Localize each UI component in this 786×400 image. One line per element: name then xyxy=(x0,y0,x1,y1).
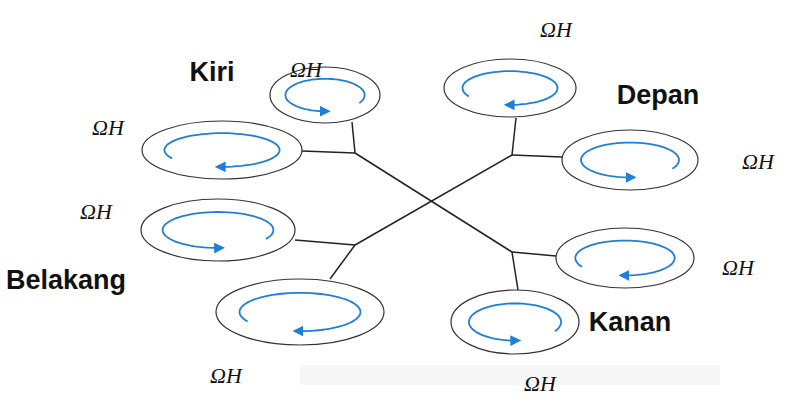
direction-label: Kiri xyxy=(189,59,234,86)
rotor-disc xyxy=(142,121,302,179)
rotor-speed-label: ΩH xyxy=(524,373,556,395)
rotor-discs xyxy=(141,59,698,354)
rotor-speed-label: ΩH xyxy=(80,201,112,223)
rotor-disc xyxy=(216,279,384,345)
rotation-arrow xyxy=(163,212,274,248)
frame-arms xyxy=(295,118,562,290)
rotation-arrow xyxy=(463,71,558,105)
direction-label: Kanan xyxy=(589,309,672,336)
rotation-arrow xyxy=(240,293,361,331)
rotor-disc xyxy=(141,199,295,261)
rotation-arrow xyxy=(575,241,674,276)
rotor-speed-label: ΩH xyxy=(92,117,124,139)
rotor-speed-label: ΩH xyxy=(290,59,322,81)
rotor-speed-label: ΩH xyxy=(540,19,572,41)
direction-label: Belakang xyxy=(6,267,126,294)
rotor-disc xyxy=(556,228,694,288)
rotor-disc xyxy=(270,67,380,123)
direction-label: Depan xyxy=(617,82,700,109)
rotation-arrow xyxy=(285,79,364,111)
rotation-arrow xyxy=(164,133,279,167)
rotor-speed-label: ΩH xyxy=(210,365,242,387)
rotor-disc xyxy=(444,59,576,117)
rotation-arrow xyxy=(469,303,561,340)
rotor-speed-label: ΩH xyxy=(742,151,774,173)
rotor-disc xyxy=(451,290,579,354)
shadow-blur xyxy=(300,365,720,385)
rotor-speed-label: ΩH xyxy=(722,257,754,279)
rotor-disc xyxy=(562,130,698,190)
rotation-arrow xyxy=(581,143,679,178)
